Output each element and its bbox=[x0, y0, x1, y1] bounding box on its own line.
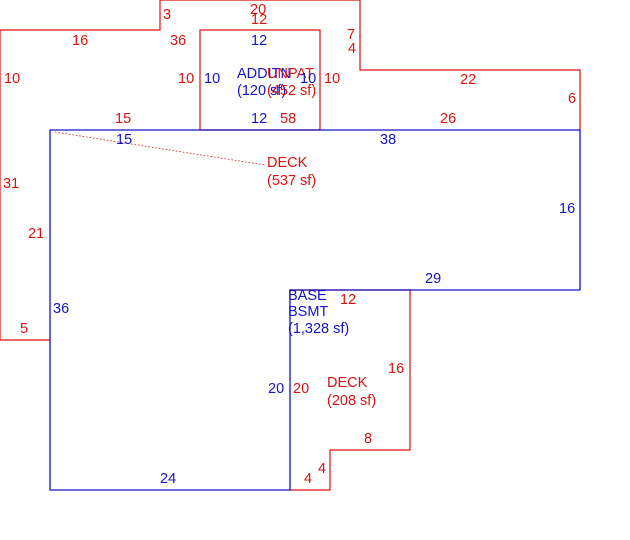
dim-label: 16 bbox=[559, 201, 575, 217]
upper-deck-outline bbox=[0, 130, 50, 341]
unpat-area: (452 sf) bbox=[267, 83, 316, 99]
dim-label: 4 bbox=[304, 471, 312, 487]
dim-label: 6 bbox=[568, 91, 576, 107]
dim-label: 4 bbox=[348, 41, 356, 57]
dim-label: 10 bbox=[204, 71, 220, 87]
dim-label: 7 bbox=[347, 27, 355, 43]
base-name: BASE bbox=[288, 288, 327, 304]
addition-name: ADDITN bbox=[237, 66, 291, 82]
dim-label: 12 bbox=[251, 33, 267, 49]
dim-label: 10 bbox=[300, 71, 316, 87]
upper-deck-area: (537 sf) bbox=[267, 173, 316, 189]
lower-deck-area: (208 sf) bbox=[327, 393, 376, 409]
dim-label: 24 bbox=[160, 471, 176, 487]
dim-label: 21 bbox=[28, 226, 44, 242]
dim-label: 58 bbox=[280, 111, 296, 127]
blue-dimensions: 12 10 10 12 15 38 16 29 36 20 24 bbox=[53, 33, 575, 487]
dim-label: 3 bbox=[163, 7, 171, 23]
dim-label: 16 bbox=[388, 361, 404, 377]
dim-label: 20 bbox=[250, 2, 266, 18]
addition-area: (120 sf) bbox=[237, 83, 286, 99]
upper-deck-name: DECK bbox=[267, 155, 308, 171]
dim-label: 22 bbox=[460, 72, 476, 88]
dim-label: 10 bbox=[4, 71, 20, 87]
dim-label: 12 bbox=[251, 12, 267, 28]
deck-leader-line bbox=[54, 131, 266, 166]
unpat-outline bbox=[0, 0, 581, 130]
dim-label: 36 bbox=[53, 301, 69, 317]
dim-label: 26 bbox=[440, 111, 456, 127]
base-name-2: BSMT bbox=[288, 304, 328, 320]
dim-label: 12 bbox=[251, 111, 267, 127]
dim-label: 38 bbox=[380, 132, 396, 148]
base-outline bbox=[49, 129, 581, 491]
dim-label: 10 bbox=[324, 71, 340, 87]
dim-label: 20 bbox=[293, 381, 309, 397]
dim-label: 16 bbox=[72, 33, 88, 49]
dim-label: 15 bbox=[116, 132, 132, 148]
dim-label: 5 bbox=[20, 321, 28, 337]
area-labels: ADDITN (120 sf) UNPAT (452 sf) DECK (537… bbox=[237, 66, 376, 409]
outlines bbox=[0, 0, 581, 491]
dim-label: 20 bbox=[268, 381, 284, 397]
dim-label: 36 bbox=[170, 33, 186, 49]
unpat-name: UNPAT bbox=[267, 66, 314, 82]
dim-label: 10 bbox=[178, 71, 194, 87]
dim-label: 4 bbox=[318, 461, 326, 477]
dim-label: 31 bbox=[3, 176, 19, 192]
red-dimensions: 3 20 12 16 36 7 4 10 10 10 22 6 15 58 26… bbox=[3, 2, 576, 487]
dim-label: 29 bbox=[425, 271, 441, 287]
dim-label: 8 bbox=[364, 431, 372, 447]
dim-label: 15 bbox=[115, 111, 131, 127]
base-area: (1,328 sf) bbox=[288, 321, 349, 337]
lower-deck-name: DECK bbox=[327, 375, 368, 391]
dim-label: 12 bbox=[340, 292, 356, 308]
